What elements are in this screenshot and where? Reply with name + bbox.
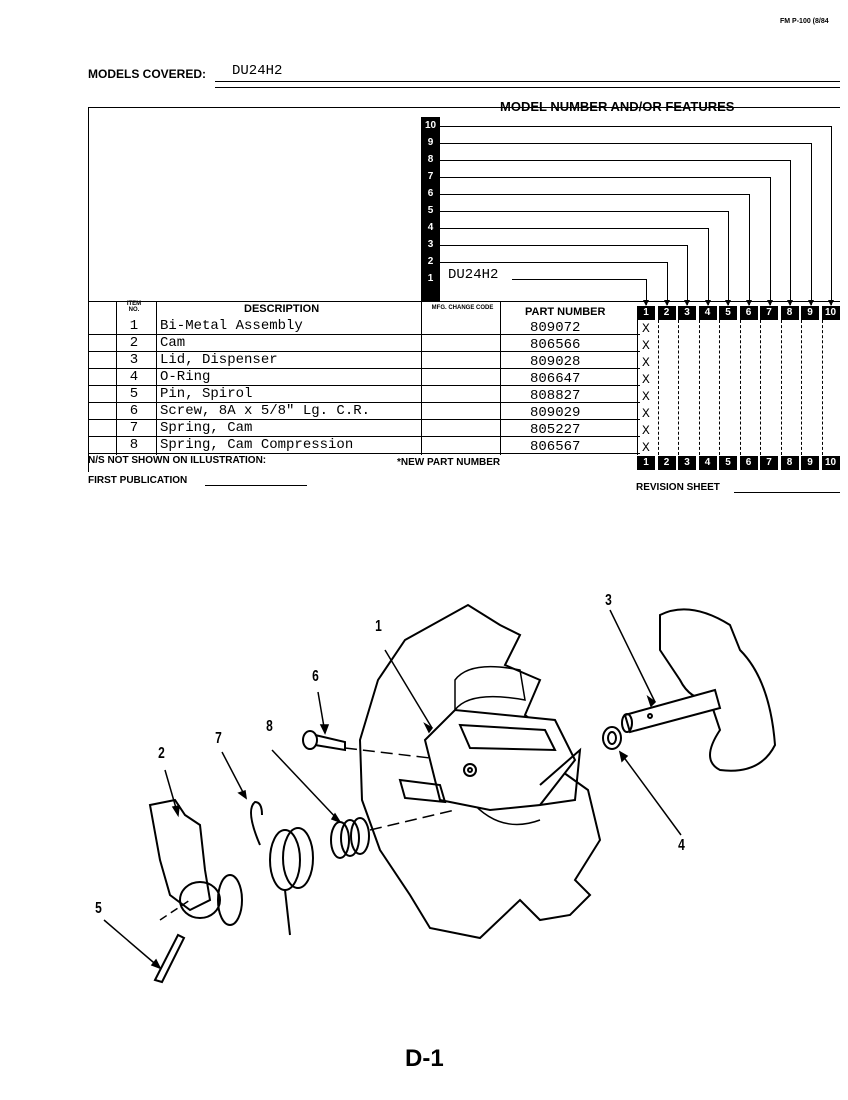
item-description: Spring, Cam	[160, 420, 253, 436]
dispenser-plate	[358, 603, 602, 940]
callout-6: 6	[312, 668, 319, 685]
bi-metal-assembly	[398, 708, 582, 812]
item-part-number: 806566	[530, 337, 581, 353]
item-part-number: 809028	[530, 354, 581, 370]
callout-5: 5	[95, 900, 102, 917]
model-slot-6: 6	[427, 188, 434, 199]
callout-3: 3	[605, 592, 612, 609]
model-col-footer-9: 9	[801, 456, 819, 470]
item-part-number: 806567	[530, 439, 581, 455]
model-1-mark: X	[642, 372, 650, 387]
model-1-mark: X	[642, 440, 650, 455]
item-description: Bi-Metal Assembly	[160, 318, 303, 334]
model-col-header-3: 3	[678, 306, 696, 320]
item-number: 6	[129, 403, 139, 419]
model-slot-column	[421, 117, 440, 302]
model-1-mark: X	[642, 389, 650, 404]
model-1-mark: X	[642, 406, 650, 421]
first-publication-label: FIRST PUBLICATION	[88, 475, 188, 486]
model-1-name: DU24H2	[448, 267, 499, 283]
model-slot-4: 4	[427, 222, 434, 233]
model-slot-3: 3	[427, 239, 434, 250]
model-col-header-9: 9	[801, 306, 819, 320]
model-1-mark: X	[642, 338, 650, 353]
screw	[302, 730, 346, 752]
model-slot-5: 5	[427, 205, 434, 216]
page-number: D-1	[405, 1045, 444, 1072]
models-covered-value: DU24H2	[232, 63, 283, 79]
item-description: Spring, Cam Compression	[160, 437, 354, 453]
item-part-number: 808827	[530, 388, 581, 404]
model-col-header-5: 5	[719, 306, 737, 320]
model-slot-7: 7	[427, 171, 434, 182]
item-description: Screw, 8A x 5/8" Lg. C.R.	[160, 403, 371, 419]
model-slot-1: 1	[427, 273, 434, 284]
item-part-number: 809029	[530, 405, 581, 421]
model-slot-8: 8	[427, 154, 434, 165]
col-item-no: ITEM NO.	[126, 301, 142, 313]
o-ring	[602, 726, 622, 750]
features-heading: MODEL NUMBER AND/OR FEATURES	[500, 99, 735, 114]
compression-spring	[330, 817, 370, 859]
item-number: 4	[129, 369, 139, 385]
model-col-footer-6: 6	[739, 456, 758, 470]
col-part-number: PART NUMBER	[525, 306, 606, 318]
col-description: DESCRIPTION	[244, 303, 320, 315]
item-number: 2	[129, 335, 139, 351]
revision-sheet-label: REVISION SHEET	[636, 482, 720, 493]
item-number: 8	[129, 437, 139, 453]
item-part-number: 805227	[530, 422, 581, 438]
model-col-footer-7: 7	[760, 456, 778, 470]
model-slot-9: 9	[427, 137, 434, 148]
model-1-mark: X	[642, 423, 650, 438]
model-col-header-10: 10	[821, 306, 840, 320]
model-col-header-2: 2	[657, 306, 676, 320]
models-covered-label: MODELS COVERED:	[88, 67, 207, 81]
cam-spring	[250, 800, 314, 936]
callout-1: 1	[375, 618, 382, 635]
model-slot-10: 10	[424, 120, 437, 131]
cam	[148, 798, 243, 926]
callout-7: 7	[215, 730, 222, 747]
item-number: 5	[129, 386, 139, 402]
callout-2: 2	[158, 745, 165, 762]
new-part-note: *NEW PART NUMBER	[397, 457, 501, 468]
callout-8: 8	[266, 718, 273, 735]
model-col-header-4: 4	[698, 306, 717, 320]
item-part-number: 809072	[530, 320, 581, 336]
model-col-header-8: 8	[780, 306, 799, 320]
model-col-footer-10: 10	[821, 456, 840, 470]
form-code: FM P-100 (8/84	[780, 18, 829, 25]
model-slot-2: 2	[427, 256, 434, 267]
dispenser-lid-part	[621, 608, 777, 772]
model-col-header-1: 1	[637, 306, 655, 320]
item-number: 7	[129, 420, 139, 436]
model-1-mark: X	[642, 355, 650, 370]
spirol-pin	[153, 933, 186, 984]
callout-4: 4	[678, 837, 685, 854]
col-mfg-change-code: MFG. CHANGE CODE	[431, 305, 494, 311]
ns-note: N/S NOT SHOWN ON ILLUSTRATION:	[88, 455, 267, 466]
model-col-footer-1: 1	[637, 456, 655, 470]
item-number: 3	[129, 352, 139, 368]
exploded-parts-diagram	[103, 603, 777, 984]
model-col-header-7: 7	[760, 306, 778, 320]
item-description: Pin, Spirol	[160, 386, 253, 402]
item-description: Cam	[160, 335, 186, 351]
model-col-footer-2: 2	[657, 456, 676, 470]
item-description: Lid, Dispenser	[160, 352, 278, 368]
item-number: 1	[129, 318, 139, 334]
model-1-mark: X	[642, 321, 650, 336]
item-part-number: 806647	[530, 371, 581, 387]
item-description: O-Ring	[160, 369, 211, 385]
model-col-footer-4: 4	[698, 456, 717, 470]
model-col-footer-8: 8	[780, 456, 799, 470]
model-col-header-6: 6	[739, 306, 758, 320]
model-col-footer-5: 5	[719, 456, 737, 470]
model-col-footer-3: 3	[678, 456, 696, 470]
